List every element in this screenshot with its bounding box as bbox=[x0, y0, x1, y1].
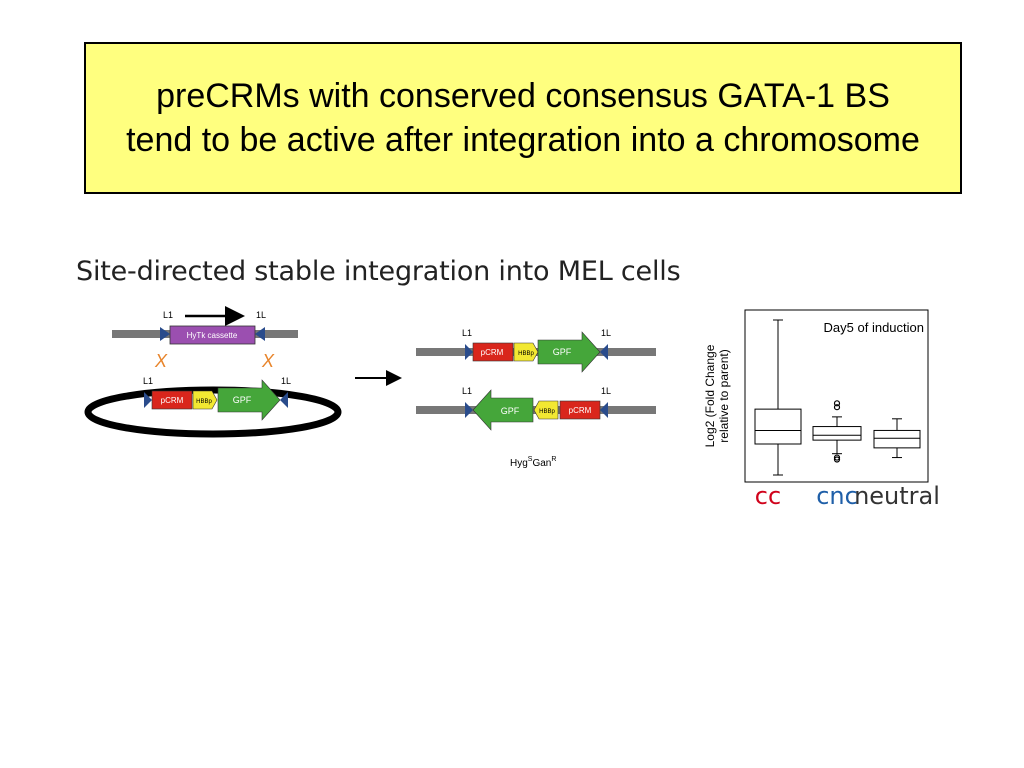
forward-site-right-label: 1L bbox=[601, 328, 611, 338]
plasmid-promoter-label: HBBp bbox=[196, 399, 212, 405]
forward-pcrm-block bbox=[472, 342, 514, 362]
plasmid-site-left-triangle bbox=[144, 392, 152, 408]
reverse-promoter-label: HBBp bbox=[539, 409, 555, 415]
boxplot-chart: Day5 of induction Log2 (Fold Change rela… bbox=[703, 309, 940, 510]
reverse-gene-arrow bbox=[472, 389, 534, 431]
plasmid-site-right-label: 1L bbox=[281, 376, 291, 386]
reverse-site-right-triangle bbox=[600, 402, 608, 418]
forward-gene-label: GPF bbox=[553, 347, 572, 357]
forward-pcrm-label: pCRM bbox=[481, 348, 504, 357]
hyg-superscript: S bbox=[528, 456, 533, 463]
box-iqr bbox=[812, 426, 862, 441]
section-subtitle: Site-directed stable integration into ME… bbox=[76, 256, 681, 287]
site-label-right: 1L bbox=[256, 310, 266, 320]
reverse-pcrm-label: pCRM bbox=[569, 406, 592, 415]
box-cc bbox=[754, 319, 802, 476]
forward-site-left-triangle bbox=[465, 344, 473, 360]
plasmid-pcrm-block bbox=[151, 390, 193, 410]
outlier-point bbox=[833, 454, 841, 461]
category-label-neutral: neutral bbox=[854, 482, 940, 510]
slide-title: preCRMs with conserved consensus GATA-1 … bbox=[126, 77, 920, 159]
hyg-text: Hyg bbox=[510, 458, 528, 469]
forward-gene-arrow bbox=[537, 331, 601, 373]
chromosome-top: L1 1L HyTk cassette bbox=[112, 306, 298, 345]
plasmid-gene-arrow bbox=[217, 379, 281, 421]
plasmid-gene-label: GPF bbox=[233, 395, 252, 405]
reverse-site-left-triangle bbox=[465, 402, 473, 418]
forward-site-left-label: L1 bbox=[462, 328, 472, 338]
y-axis-label-line2: relative to parent) bbox=[717, 349, 731, 442]
plasmid-pcrm-label: pCRM bbox=[161, 396, 184, 405]
box-iqr bbox=[754, 408, 802, 445]
selection-label: HygSGanR bbox=[510, 456, 556, 469]
plasmid-site-left-label: L1 bbox=[143, 376, 153, 386]
outlier-point bbox=[833, 400, 841, 407]
plasmid-ring bbox=[84, 386, 342, 438]
site-label-left: L1 bbox=[163, 310, 173, 320]
outlier-point bbox=[833, 456, 841, 463]
integration-forward: L1 1L pCRM HBBp GPF bbox=[416, 328, 656, 373]
chart-title: Day5 of induction bbox=[824, 320, 924, 335]
integration-reverse: L1 1L GPF HBBp pCRM bbox=[416, 386, 656, 431]
box-neutral bbox=[873, 418, 921, 459]
site-left-triangle bbox=[160, 327, 170, 341]
hytk-cassette-label: HyTk cassette bbox=[187, 331, 238, 340]
box-cnc bbox=[812, 400, 862, 463]
reverse-pcrm-block bbox=[559, 400, 601, 420]
hytk-cassette bbox=[169, 325, 256, 345]
boxes-layer bbox=[754, 319, 921, 476]
forward-promoter-block bbox=[513, 342, 539, 362]
reverse-site-left-label: L1 bbox=[462, 386, 472, 396]
gan-text: Gan bbox=[532, 458, 551, 469]
forward-promoter-label: HBBp bbox=[518, 351, 534, 357]
plasmid-site-right-triangle bbox=[280, 392, 288, 408]
box-iqr bbox=[873, 429, 921, 449]
y-axis-label-group: Log2 (Fold Change relative to parent) bbox=[703, 344, 731, 447]
reverse-gene-label: GPF bbox=[501, 406, 520, 416]
title-box: preCRMs with conserved consensus GATA-1 … bbox=[84, 42, 962, 194]
category-label-cnc: cnc bbox=[816, 482, 858, 510]
crossover-mark-left: X bbox=[154, 351, 168, 371]
y-axis-label-line1: Log2 (Fold Change bbox=[703, 344, 717, 447]
category-label-cc: cc bbox=[755, 482, 781, 510]
gan-superscript: R bbox=[551, 456, 556, 463]
forward-site-right-triangle bbox=[600, 344, 608, 360]
plasmid-promoter-block bbox=[192, 390, 218, 410]
plot-frame bbox=[744, 309, 929, 483]
reverse-promoter-block bbox=[533, 400, 559, 420]
site-right-triangle bbox=[255, 327, 265, 341]
plasmid: L1 1L pCRM HBBp GPF bbox=[84, 376, 342, 438]
reverse-site-right-label: 1L bbox=[601, 386, 611, 396]
outlier-point bbox=[833, 404, 841, 411]
crossover-mark-right: X bbox=[261, 351, 275, 371]
